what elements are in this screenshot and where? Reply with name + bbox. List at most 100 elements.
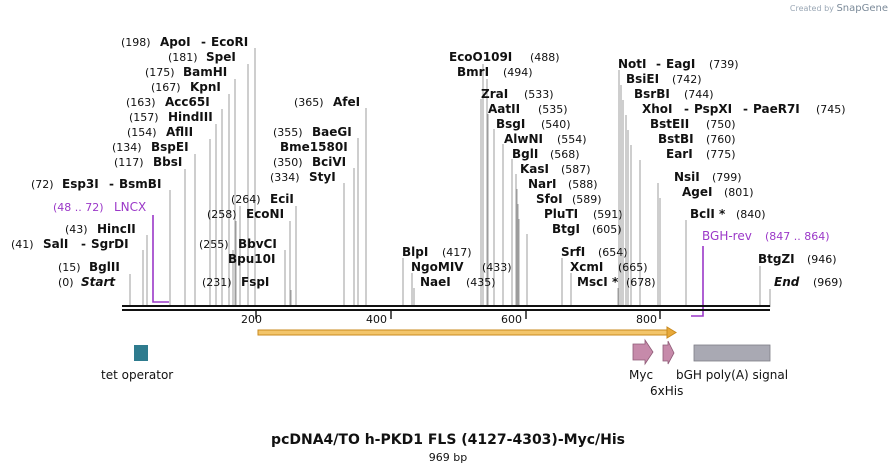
primer-label-lncx[interactable]: LNCX — [114, 200, 146, 214]
enzyme-label[interactable]: ZraI — [481, 87, 508, 101]
site-pos: (589) — [572, 193, 602, 206]
enzyme-label[interactable]: SfoI — [536, 192, 563, 206]
orf-arrow[interactable] — [257, 326, 677, 339]
enzyme-label[interactable]: BstEII — [650, 117, 689, 131]
enzyme-label[interactable]: BciVI — [312, 155, 346, 169]
enzyme-label[interactable]: AfeI — [333, 95, 360, 109]
primer-bgh-rev[interactable] — [691, 246, 704, 317]
enzyme-label[interactable]: BmrI — [457, 65, 489, 79]
site-pos: (742) — [672, 73, 702, 86]
enzyme-separator: - — [201, 35, 206, 49]
primer-range: (847 .. 864) — [765, 230, 830, 243]
enzyme-label[interactable]: FspI — [241, 275, 269, 289]
enzyme-label[interactable]: NaeI — [420, 275, 451, 289]
enzyme-label[interactable]: KasI — [520, 162, 549, 176]
enzyme-label[interactable]: BglII — [89, 260, 120, 274]
bgh-polya-feature[interactable] — [693, 344, 771, 362]
enzyme-label[interactable]: AatII — [488, 102, 520, 116]
myc-feature[interactable] — [632, 338, 654, 366]
enzyme-label[interactable]: BbsI — [153, 155, 182, 169]
enzyme-label[interactable]: BsgI — [496, 117, 525, 131]
enzyme-label[interactable]: EagI — [666, 57, 695, 71]
site-pos: (744) — [684, 88, 714, 101]
enzyme-label[interactable]: HindIII — [168, 110, 213, 124]
site-pos: (750) — [706, 118, 736, 131]
enzyme-label[interactable]: Acc65I — [165, 95, 210, 109]
site-pos: (0) — [58, 276, 74, 289]
dam-dcm-star: * — [612, 275, 619, 289]
enzyme-label[interactable]: BsrBI — [634, 87, 670, 101]
enzyme-label[interactable]: BaeGI — [312, 125, 352, 139]
enzyme-label[interactable]: EcoRI — [211, 35, 248, 49]
enzyme-label[interactable]: AgeI — [682, 185, 712, 199]
enzyme-label[interactable]: AlwNI — [504, 132, 543, 146]
enzyme-label[interactable]: NotI — [618, 57, 647, 71]
site-pos: (334) — [270, 171, 300, 184]
enzyme-label[interactable]: PaeR7I — [753, 102, 800, 116]
site-pos: (365) — [294, 96, 324, 109]
primer-label-bgh-rev[interactable]: BGH-rev — [702, 229, 752, 243]
feature-label-bgh-polya: bGH poly(A) signal — [676, 368, 788, 382]
feature-label-6xhis: 6xHis — [650, 384, 683, 398]
site-pos: (587) — [561, 163, 591, 176]
enzyme-label[interactable]: BstBI — [658, 132, 694, 146]
site-pos: (255) — [199, 238, 229, 251]
enzyme-label[interactable]: BglI — [512, 147, 538, 161]
site-pos: (350) — [273, 156, 303, 169]
enzyme-label[interactable]: PluTI — [544, 207, 578, 221]
enzyme-label[interactable]: KpnI — [190, 80, 221, 94]
site-pos: (41) — [11, 238, 34, 251]
enzyme-label[interactable]: XcmI — [570, 260, 603, 274]
enzyme-label[interactable]: BclI — [690, 207, 715, 221]
site-pos: (494) — [503, 66, 533, 79]
site-pos: (535) — [538, 103, 568, 116]
enzyme-label[interactable]: MscI — [577, 275, 608, 289]
tet-operator-feature[interactable] — [134, 345, 148, 361]
enzyme-label[interactable]: EcoNI — [246, 207, 284, 221]
site-pos: (554) — [557, 133, 587, 146]
enzyme-label[interactable]: SgrDI — [91, 237, 129, 251]
site-pos: (665) — [618, 261, 648, 274]
primer-lncx[interactable] — [152, 215, 169, 303]
enzyme-label[interactable]: NsiI — [674, 170, 700, 184]
enzyme-label[interactable]: HincII — [97, 222, 136, 236]
enzyme-label[interactable]: NarI — [528, 177, 557, 191]
site-pos: (167) — [151, 81, 181, 94]
enzyme-label[interactable]: SpeI — [206, 50, 236, 64]
tick-label-800: 800 — [636, 313, 657, 326]
site-pos: (591) — [593, 208, 623, 221]
site-pos: (433) — [482, 261, 512, 274]
enzyme-label[interactable]: BsmBI — [119, 177, 161, 191]
6xhis-feature[interactable] — [662, 340, 675, 365]
site-pos: (117) — [114, 156, 144, 169]
enzyme-label[interactable]: NgoMIV — [411, 260, 464, 274]
enzyme-label[interactable]: BtgZI — [758, 252, 795, 266]
map-title: pcDNA4/TO h-PKD1 FLS (4127-4303)-Myc/His — [271, 432, 625, 448]
enzyme-label[interactable]: ApoI — [160, 35, 191, 49]
enzyme-label[interactable]: BtgI — [552, 222, 580, 236]
enzyme-label[interactable]: BsiEI — [626, 72, 659, 86]
enzyme-label[interactable]: BbvCI — [238, 237, 277, 251]
enzyme-label[interactable]: Bpu10I — [228, 252, 275, 266]
enzyme-label[interactable]: PspXI — [694, 102, 732, 116]
enzyme-label[interactable]: AflII — [166, 125, 193, 139]
enzyme-label[interactable]: XhoI — [642, 102, 673, 116]
enzyme-label[interactable]: BspEI — [151, 140, 189, 154]
site-pos: (801) — [724, 186, 754, 199]
enzyme-label[interactable]: EarI — [666, 147, 693, 161]
primer-range: (48 .. 72) — [53, 201, 104, 214]
enzyme-label[interactable]: SalI — [43, 237, 68, 251]
enzyme-label[interactable]: Esp3I — [62, 177, 99, 191]
snapgene-credit: Created by SnapGene — [790, 3, 888, 14]
enzyme-label[interactable]: BlpI — [402, 245, 428, 259]
site-pos: (355) — [273, 126, 303, 139]
site-pos: (946) — [807, 253, 837, 266]
enzyme-label[interactable]: BamHI — [183, 65, 227, 79]
site-pos: (231) — [202, 276, 232, 289]
enzyme-label[interactable]: StyI — [309, 170, 336, 184]
enzyme-label[interactable]: SrfI — [561, 245, 585, 259]
site-pos: (799) — [712, 171, 742, 184]
enzyme-label[interactable]: Bme1580I — [280, 140, 348, 154]
enzyme-label[interactable]: EcoO109I — [449, 50, 512, 64]
enzyme-label[interactable]: EciI — [270, 192, 294, 206]
